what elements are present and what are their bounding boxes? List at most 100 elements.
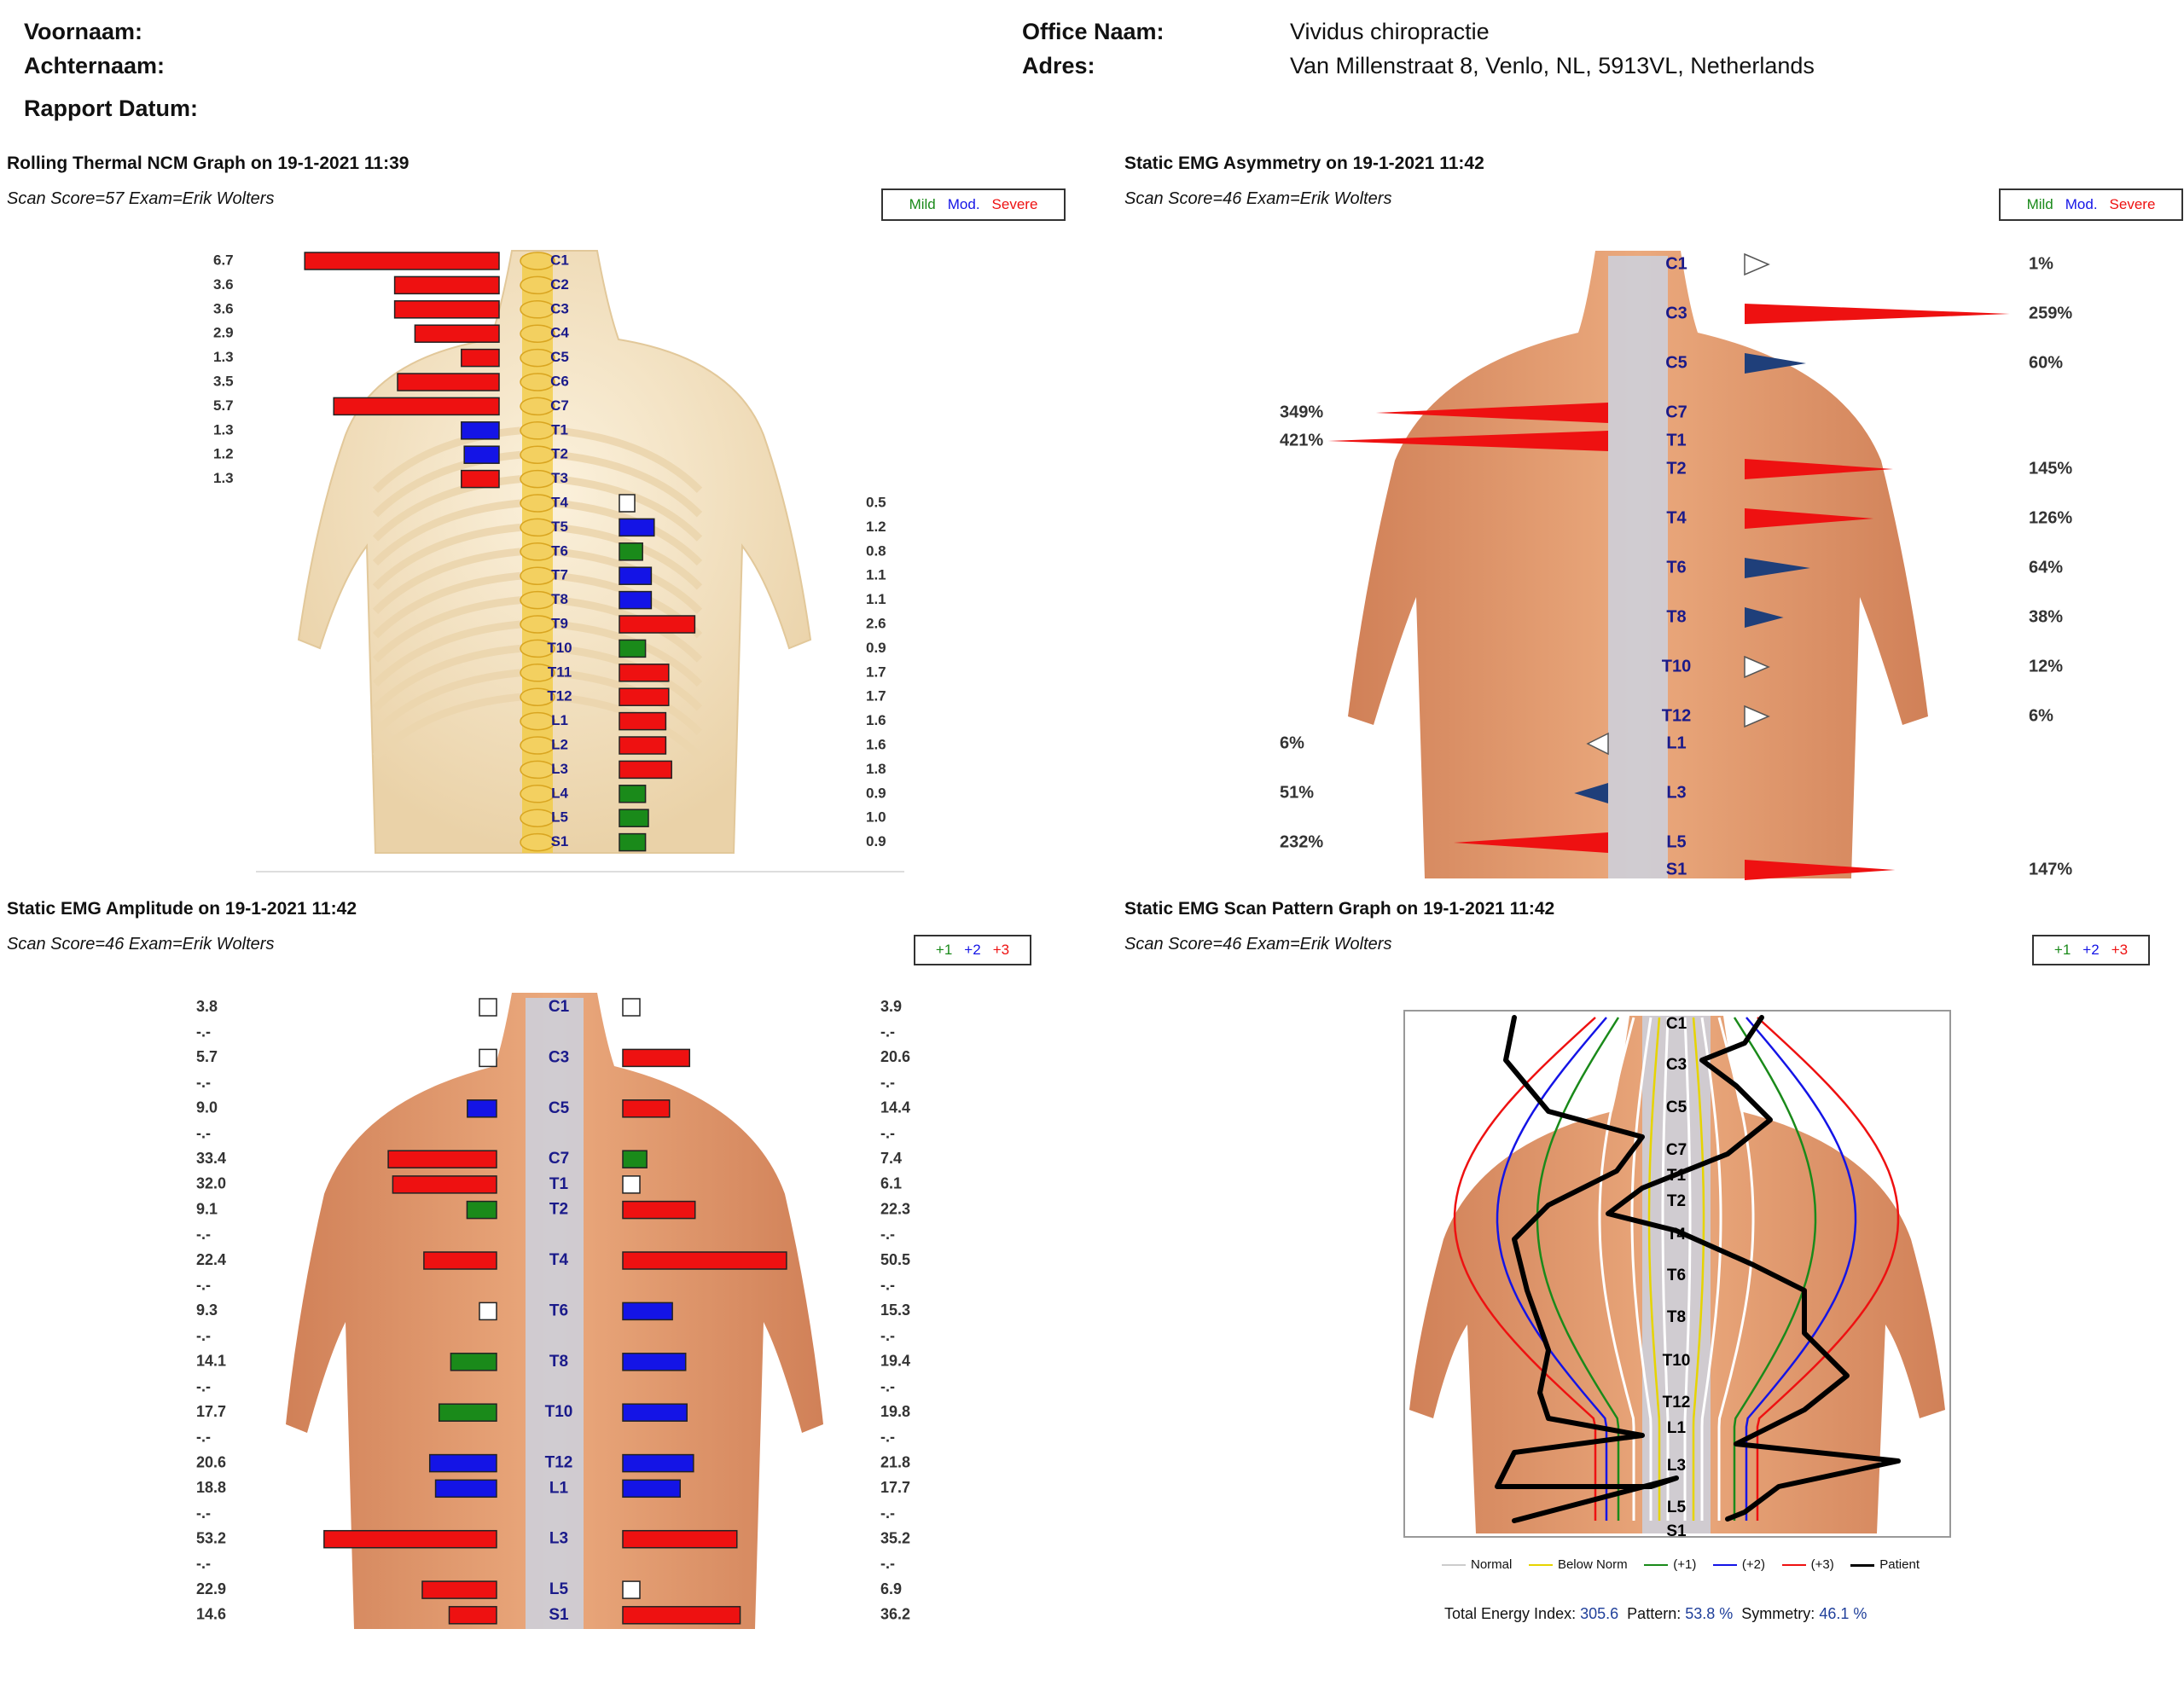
vertebra-label: T6: [549, 1301, 568, 1319]
amp-right-value: 14.4: [880, 1099, 910, 1116]
vertebra: [520, 275, 555, 295]
vertebra-label: C7: [1665, 403, 1687, 421]
thermal-right-bar: [619, 832, 647, 852]
amp-right-value: 50.5: [880, 1251, 910, 1268]
asym-right-wedge: [1745, 607, 1784, 628]
amp-left-bar: [466, 1200, 497, 1220]
amp-left-value: -.-: [196, 1074, 211, 1091]
amp-left-value: 32.0: [196, 1175, 226, 1192]
amp-left-value: 22.9: [196, 1580, 226, 1597]
asym-left-wedge: [1327, 431, 1608, 451]
asym-left-wedge: [1574, 783, 1608, 803]
vertebra-label: T5: [551, 519, 568, 535]
asym-left-value: 6%: [1280, 733, 1304, 752]
vertebra-label: L5: [1667, 1499, 1687, 1516]
spine-band: [1608, 256, 1668, 878]
vertebra-label: T1: [549, 1175, 569, 1193]
amp-left-bar: [428, 1453, 497, 1473]
first-name-label: Voornaam:: [24, 19, 143, 44]
asym-left-wedge: [1586, 732, 1609, 756]
vertebra-label: L4: [551, 785, 568, 801]
amp-right-value: 35.2: [880, 1529, 910, 1546]
amp-right-bar: [622, 1301, 673, 1321]
asym-right-wedge: [1745, 558, 1810, 578]
vertebra-label: T6: [551, 542, 568, 559]
legend-plus2: +2: [964, 942, 981, 958]
vertebra-label: T4: [1667, 1226, 1687, 1244]
asym-right-value: 259%: [2029, 304, 2072, 322]
vertebra: [520, 615, 555, 634]
amp-left-bar: [423, 1251, 497, 1270]
thermal-right-value: 0.5: [866, 494, 886, 510]
address-label: Adres:: [1022, 53, 1095, 78]
amp-left-value: 20.6: [196, 1453, 226, 1470]
amp-right-value: -.-: [880, 1226, 895, 1243]
legend-severe: Severe: [2109, 196, 2156, 212]
amp-left-bar: [467, 1099, 497, 1118]
thermal-right-value: 1.2: [866, 519, 886, 535]
vertebra-label: T7: [551, 567, 568, 583]
vertebra-label: C1: [549, 998, 570, 1016]
asym-legend: Mild Mod. Severe: [1999, 188, 2183, 221]
legend-mild: Mild: [909, 196, 936, 212]
vertebra: [520, 348, 555, 368]
vertebra-label: T11: [548, 664, 572, 680]
vertebra-label: C1: [550, 252, 569, 268]
vertebra-label: C5: [1666, 1099, 1687, 1116]
vertebra-label: T10: [1662, 657, 1691, 675]
amp-left-value: -.-: [196, 1377, 211, 1394]
amp-right-value: -.-: [880, 1327, 895, 1344]
legend-patient: Patient: [1850, 1557, 1920, 1572]
thermal-right-value: 1.1: [866, 591, 886, 607]
vertebra: [520, 639, 555, 658]
asym-right-wedge: [1744, 252, 1770, 276]
amp-left-bar: [479, 998, 497, 1017]
asym-right-wedge: [1745, 860, 1896, 880]
asym-left-value: 232%: [1280, 832, 1323, 851]
asym-right-value: 1%: [2029, 254, 2053, 273]
amp-right-bar: [622, 1099, 671, 1118]
asym-right-value: 38%: [2029, 607, 2063, 626]
asymmetry-chart: C1C3C5C7T1T2T4T6T8T10T12L1L3L5S11%259%60…: [1280, 251, 2072, 880]
legend-mod: Mod.: [2065, 196, 2098, 212]
vertebra: [520, 518, 555, 537]
amp-right-bar: [622, 1529, 738, 1549]
tei-value: 305.6: [1580, 1605, 1619, 1622]
amp-left-value: 17.7: [196, 1403, 226, 1420]
pattern-patient-right: [1606, 1015, 1901, 1522]
thermal-right-bar: [619, 760, 672, 780]
thermal-right-bar: [619, 542, 643, 561]
pattern-band-1: [1733, 1017, 1817, 1521]
office-label: Office Naam:: [1022, 19, 1165, 44]
amp-left-value: 3.8: [196, 998, 218, 1015]
thermal-subtitle: Scan Score=57 Exam=Erik Wolters: [7, 189, 275, 208]
vertebra-label: C5: [1665, 353, 1687, 372]
vertebra: [520, 832, 555, 852]
thermal-right-value: 0.9: [866, 785, 886, 801]
amp-right-value: 19.4: [880, 1353, 910, 1370]
vertebra-label: L1: [1666, 733, 1686, 752]
thermal-right-value: 1.6: [866, 736, 886, 752]
pattern-title: Static EMG Scan Pattern Graph on 19-1-20…: [1124, 899, 1555, 919]
amp-left-value: -.-: [196, 1124, 211, 1141]
thermal-left-value: 3.5: [213, 373, 234, 389]
vertebra-label: T12: [547, 688, 572, 704]
amp-right-value: -.-: [880, 1074, 895, 1091]
amp-right-bar: [622, 1175, 641, 1194]
thermal-legend: Mild Mod. Severe: [881, 188, 1066, 221]
vertebra-label: C3: [1665, 304, 1687, 322]
vertebra-label: T8: [549, 1353, 568, 1371]
amp-right-value: -.-: [880, 1429, 895, 1446]
asym-title: Static EMG Asymmetry on 19-1-2021 11:42: [1124, 154, 1484, 173]
vertebra: [520, 590, 555, 610]
vertebra-label: T10: [1663, 1352, 1691, 1370]
thermal-right-value: 1.0: [866, 809, 886, 826]
symmetry-value: 46.1 %: [1819, 1605, 1867, 1622]
vertebra-label: L2: [551, 736, 568, 752]
amp-right-value: -.-: [880, 1504, 895, 1522]
legend-plus1: (+1): [1644, 1557, 1696, 1572]
thermal-right-bar: [619, 639, 647, 658]
pattern-band-normal: [1683, 1017, 1692, 1521]
vertebra-label: C4: [550, 325, 569, 341]
amp-right-value: 19.8: [880, 1403, 910, 1420]
